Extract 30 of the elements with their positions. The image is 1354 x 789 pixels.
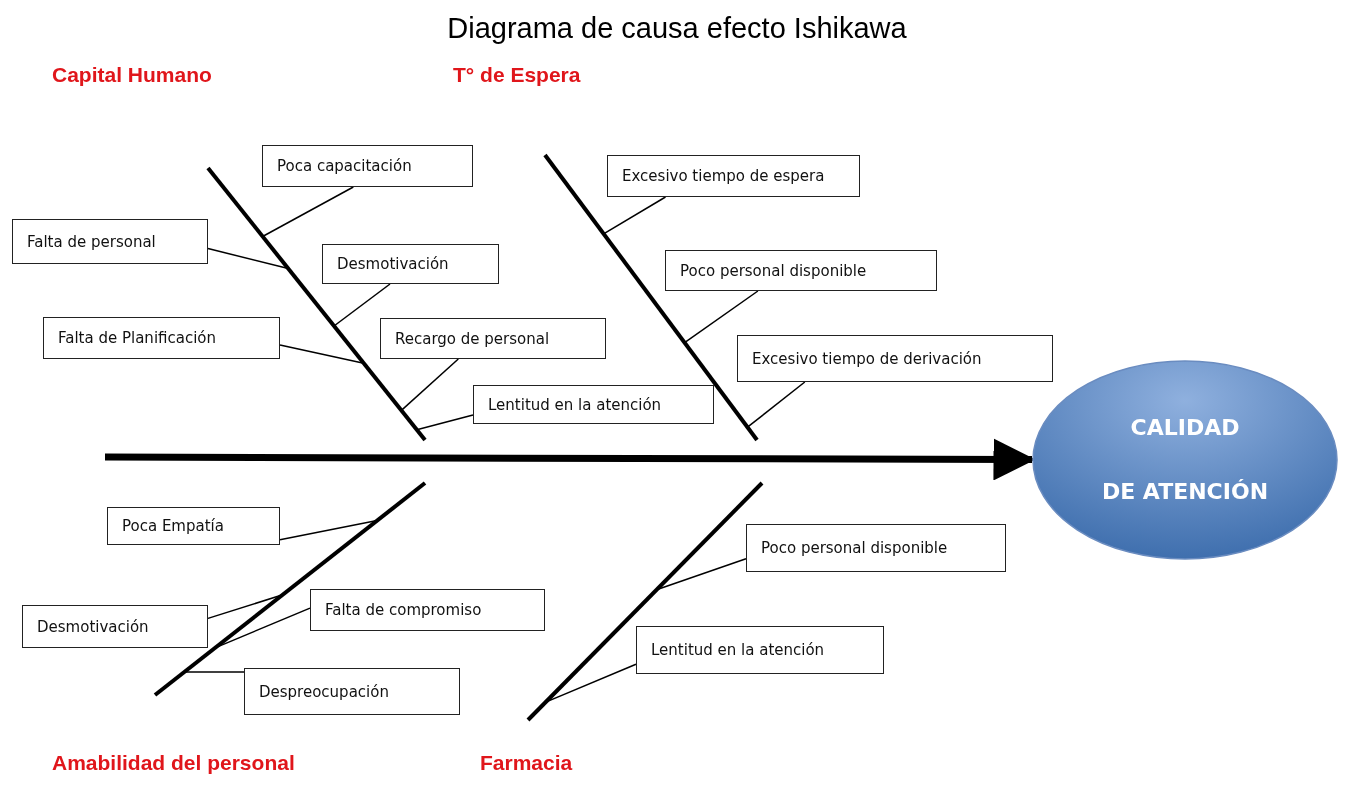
leader-line bbox=[746, 381, 806, 428]
leader-line bbox=[261, 186, 355, 238]
leader-line bbox=[602, 196, 667, 235]
leader-line bbox=[416, 414, 474, 431]
cause-box: Lentitud en la atención bbox=[636, 626, 884, 674]
cause-box: Falta de Planificación bbox=[43, 317, 280, 359]
category-label: Capital Humano bbox=[52, 63, 212, 87]
effect-label: CALIDAD DE ATENCIÓN bbox=[1101, 414, 1269, 506]
leader-line bbox=[207, 247, 289, 270]
cause-box: Despreocupación bbox=[244, 668, 460, 715]
leader-line bbox=[333, 283, 391, 327]
category-label: Farmacia bbox=[480, 751, 573, 775]
cause-box: Poco personal disponible bbox=[746, 524, 1006, 572]
cause-box: Excesivo tiempo de derivación bbox=[737, 335, 1053, 382]
cause-box: Poco personal disponible bbox=[665, 250, 937, 291]
leader-line bbox=[400, 358, 460, 412]
cause-box: Recargo de personal bbox=[380, 318, 606, 359]
cause-box: Poca Empatía bbox=[107, 507, 280, 545]
cause-box: Lentitud en la atención bbox=[473, 385, 714, 424]
cause-box: Poca capacitación bbox=[262, 145, 473, 187]
category-label: T° de Espera bbox=[453, 63, 581, 87]
leader-line bbox=[683, 290, 759, 344]
cause-box: Excesivo tiempo de espera bbox=[607, 155, 860, 197]
cause-box: Desmotivación bbox=[22, 605, 208, 648]
cause-box: Falta de personal bbox=[12, 219, 208, 264]
effect-ellipse bbox=[1032, 360, 1338, 560]
cause-box: Desmotivación bbox=[322, 244, 499, 284]
cause-box: Falta de compromiso bbox=[310, 589, 545, 631]
diagram-title: Diagrama de causa efecto Ishikawa bbox=[446, 12, 908, 45]
category-label: Amabilidad del personal bbox=[52, 751, 295, 775]
